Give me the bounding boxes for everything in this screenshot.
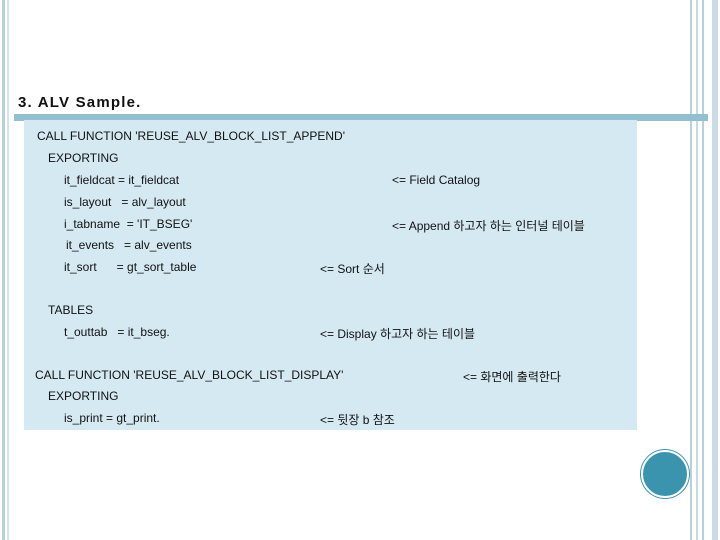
code-line-layout: is_layout = alv_layout — [64, 195, 186, 209]
frame-stripe — [696, 0, 698, 540]
code-line-outtab: t_outtab = it_bseg. — [64, 325, 170, 339]
code-line-call-append: CALL FUNCTION 'REUSE_ALV_BLOCK_LIST_APPE… — [37, 129, 346, 143]
title-underline-bar — [14, 114, 708, 121]
comment-field-catalog: <= Field Catalog — [392, 173, 481, 187]
frame-stripe — [702, 0, 704, 540]
code-sample-box — [24, 120, 637, 430]
frame-stripe — [7, 0, 9, 540]
slide-frame-left — [0, 0, 10, 540]
frame-stripe — [690, 0, 692, 540]
comment-print-screen: <= 화면에 출력한다 — [463, 370, 561, 384]
comment-internal-table: <= Append 하고자 하는 인터널 테이블 — [392, 219, 585, 233]
code-line-tables: TABLES — [48, 303, 94, 317]
comment-see-next-page: <= 뒷장 b 참조 — [320, 413, 395, 427]
code-line-sort: it_sort = gt_sort_table — [64, 260, 197, 274]
frame-stripe — [712, 0, 718, 540]
slide-frame-right — [688, 0, 720, 540]
comment-sort-order: <= Sort 순서 — [320, 262, 385, 276]
code-line-tabname: i_tabname = 'IT_BSEG' — [64, 217, 193, 231]
code-line-exporting-2: EXPORTING — [48, 389, 119, 403]
code-line-exporting: EXPORTING — [48, 151, 119, 165]
code-line-call-display: CALL FUNCTION 'REUSE_ALV_BLOCK_LIST_DISP… — [35, 368, 344, 382]
code-line-fieldcat: it_fieldcat = it_fieldcat — [64, 173, 180, 187]
slide-title: 3. ALV Sample. — [18, 94, 142, 111]
frame-stripe — [2, 0, 5, 540]
comment-display-table: <= Display 하고자 하는 테이블 — [320, 327, 476, 341]
code-line-print: is_print = gt_print. — [64, 411, 160, 425]
decorative-circle — [641, 450, 689, 498]
code-line-events: it_events = alv_events — [66, 238, 192, 252]
